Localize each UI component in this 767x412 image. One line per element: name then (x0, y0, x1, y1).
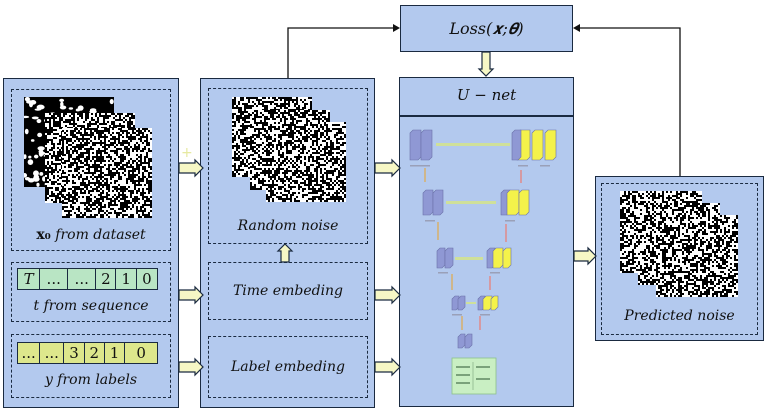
t-sequence-cell: ... (40, 269, 69, 289)
t-sequence-cell: 1 (116, 269, 137, 289)
noise-image-front (266, 122, 346, 202)
label-embedding-label: Label embeding (230, 359, 346, 375)
sequence-frame (11, 262, 171, 322)
y-label-cell: ... (40, 343, 65, 363)
t-sequence-cell: 0 (142, 270, 152, 288)
dataset-pattern-front (62, 128, 152, 218)
y-label-cell: 2 (85, 343, 105, 363)
x0-label: x₀ from dataset (11, 227, 171, 243)
y-label-cell: 0 (136, 344, 146, 362)
pred-noise-front (656, 215, 738, 297)
plus-sign: + (181, 145, 193, 161)
noise-to-loss-line (287, 27, 393, 78)
label-to-unet-arrow (374, 357, 401, 377)
t-sequence-cell: ... (68, 269, 97, 289)
loss-to-unet-arrow (477, 51, 495, 77)
unet-to-output-arrow (573, 246, 597, 266)
loss-box: Loss(𝒙;𝜽) (400, 5, 573, 52)
pred-pattern-c (656, 215, 738, 297)
noise-pattern-c (266, 122, 346, 202)
unet-panel (399, 77, 574, 407)
random-noise-label: Random noise (237, 218, 339, 234)
output-to-loss-line (580, 27, 681, 176)
unet-title-divider (399, 115, 574, 117)
labels-frame (11, 334, 171, 398)
dataset-image-front (62, 128, 152, 218)
x0-text: from dataset (55, 227, 146, 243)
t-sequence-cell: 2 (96, 269, 117, 289)
time-to-unet-arrow (374, 285, 401, 305)
time-embedding-box: Time embeding (208, 262, 368, 320)
dataset-frame (11, 89, 171, 251)
y-label-cell: 1 (105, 343, 126, 363)
y-label: y from labels (44, 372, 138, 388)
t-sequence-cell: T (18, 269, 41, 289)
time-embedding-label: Time embeding (232, 283, 344, 299)
noise-to-loss-head (393, 24, 400, 32)
x0-symbol: x₀ (36, 227, 51, 243)
label-embedding-box: Label embeding (208, 336, 368, 398)
y-label-cell: ... (18, 343, 41, 363)
loss-label: Loss(𝒙;𝜽) (449, 18, 524, 38)
predicted-noise-label: Predicted noise (624, 308, 735, 324)
t-label: t from sequence (33, 298, 149, 314)
y-label-cell: 3 (64, 343, 85, 363)
noise-to-unet-arrow (374, 158, 401, 178)
output-to-loss-head (573, 24, 580, 32)
unet-title: U − net (456, 86, 517, 104)
predicted-noise-frame (601, 183, 758, 335)
